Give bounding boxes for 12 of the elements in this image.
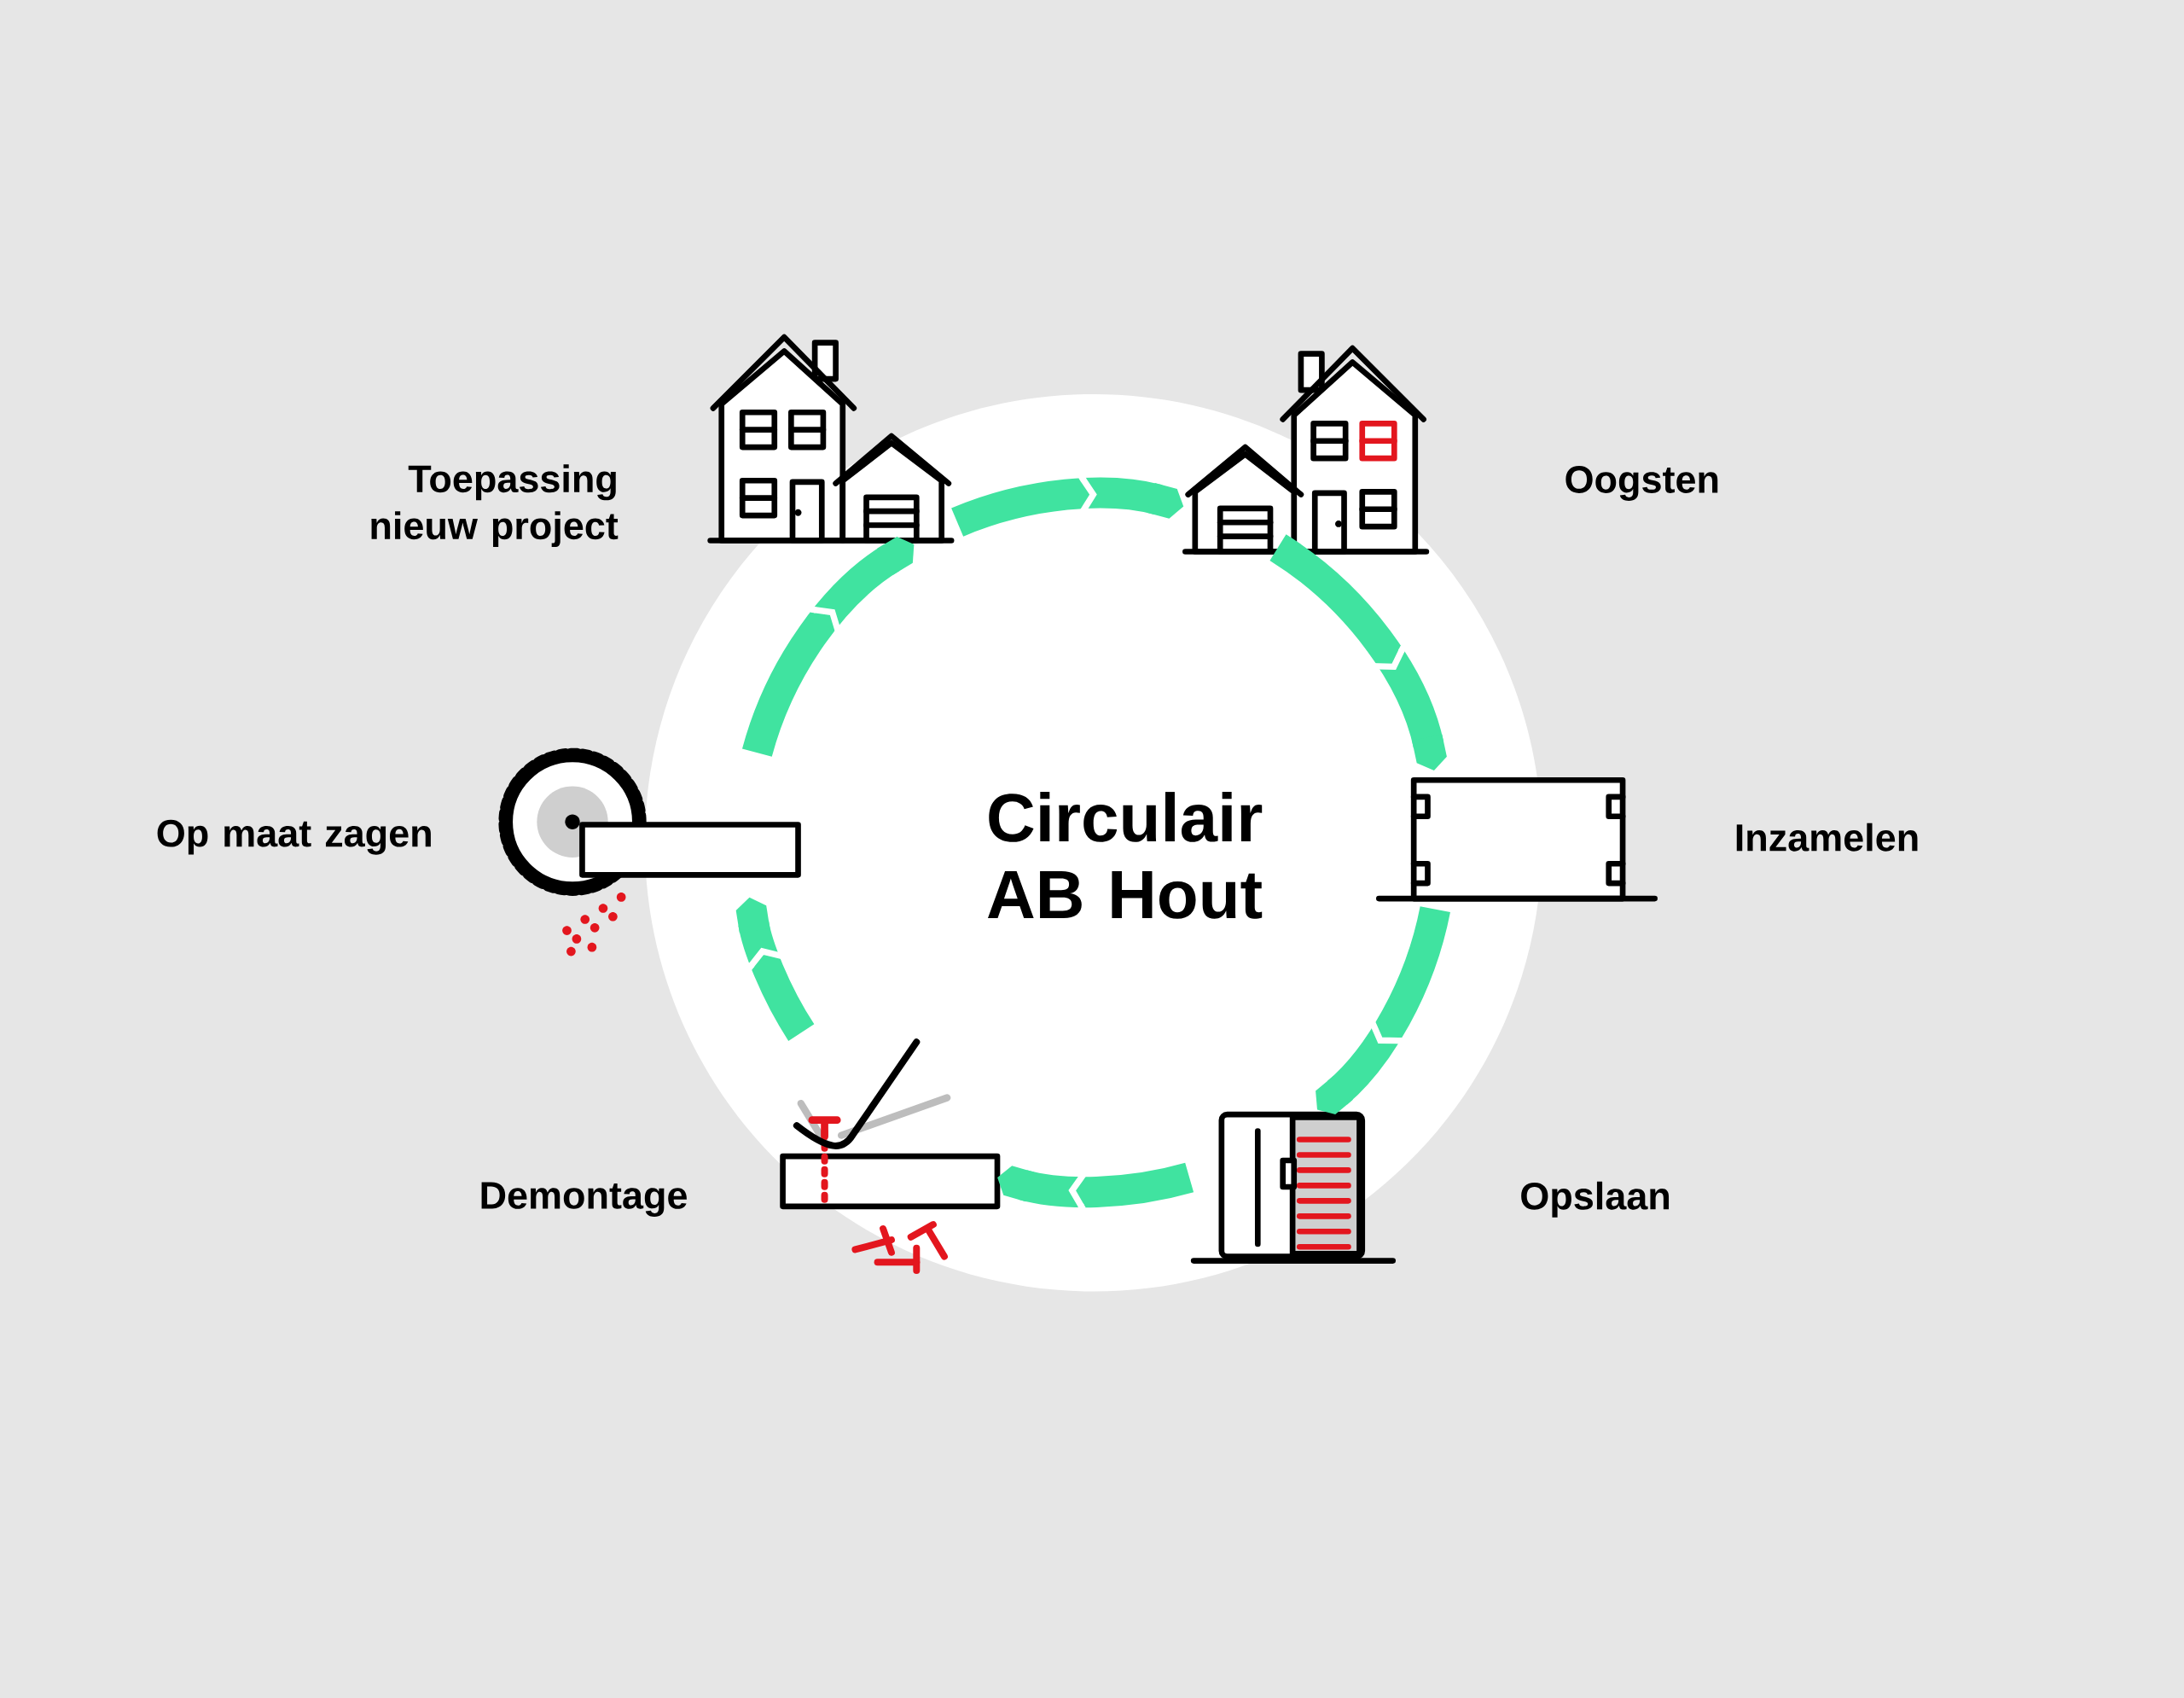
cycle-arrow bbox=[735, 897, 815, 1041]
diagram-title: Circulair AB Hout bbox=[988, 792, 1263, 919]
stage-label: Op maat zagen bbox=[157, 819, 431, 855]
cycle-arrow bbox=[1316, 905, 1450, 1114]
stage-label: Inzamelen bbox=[1736, 823, 1918, 852]
stage-label: Opslaan bbox=[1521, 1181, 1670, 1218]
stage-label: Demontage bbox=[481, 1182, 687, 1217]
stage-label: Oogsten bbox=[1565, 465, 1718, 501]
cycle-arrow bbox=[1269, 534, 1447, 770]
cycle-arrow bbox=[951, 474, 1184, 537]
stage-label: Toepassing nieuw project bbox=[371, 464, 619, 547]
cycle-arrow bbox=[742, 536, 915, 758]
